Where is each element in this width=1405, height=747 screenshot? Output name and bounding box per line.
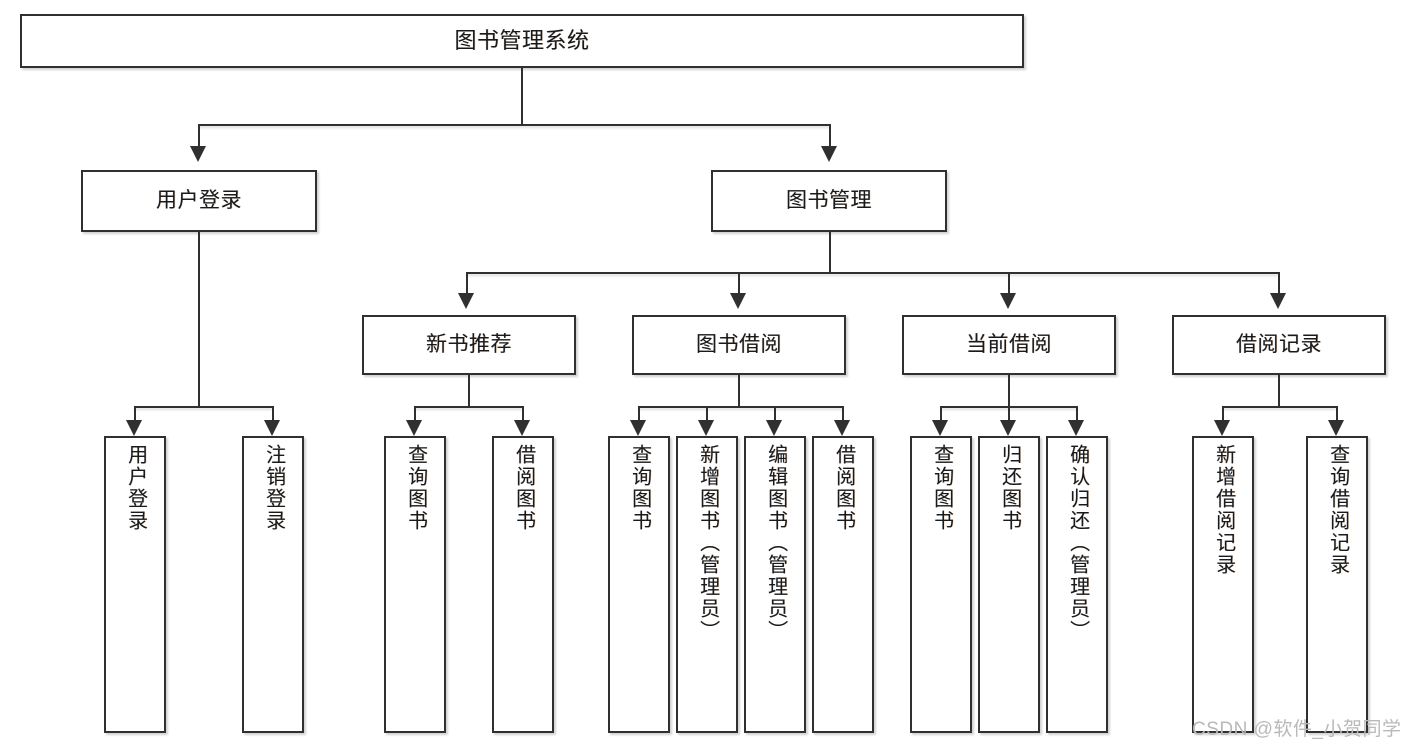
node-system-root[interactable]: 图书管理系统: [20, 14, 1024, 68]
leaf-edit-book-admin[interactable]: 编辑图书（管理员）: [744, 436, 806, 733]
leaf-user-login[interactable]: 用户登录: [104, 436, 166, 733]
connector-br-to-leaf-1: [1222, 406, 1224, 420]
node-label: 新增图书（管理员）: [696, 444, 719, 642]
connector-bb-to-leaf-2: [706, 406, 708, 420]
node-label: 当前借阅: [966, 332, 1052, 356]
node-current-borrow[interactable]: 当前借阅: [902, 315, 1116, 375]
connector-user-login-to-leaf-2: [272, 406, 274, 420]
node-borrow-record[interactable]: 借阅记录: [1172, 315, 1386, 375]
connector-root-bus: [198, 124, 830, 126]
connector-bb-to-leaf-3: [774, 406, 776, 420]
arrowhead-icon: [264, 420, 280, 436]
connector-new-book-to-leaf-2: [522, 406, 524, 420]
node-label: 新书推荐: [426, 332, 512, 356]
leaf-add-borrow-record[interactable]: 新增借阅记录: [1192, 436, 1254, 733]
arrowhead-icon: [126, 420, 142, 436]
arrowhead-icon: [1328, 420, 1344, 436]
node-label: 图书管理: [786, 188, 872, 212]
node-book-borrow[interactable]: 图书借阅: [632, 315, 846, 375]
node-label: 查询图书: [930, 444, 953, 532]
connector-book-borrow-bus: [638, 406, 844, 408]
connector-bm-to-new-book: [466, 272, 468, 293]
arrowhead-icon: [834, 420, 850, 436]
arrowhead-icon: [406, 420, 422, 436]
connector-current-borrow-stem: [1008, 375, 1010, 406]
arrowhead-icon: [766, 420, 782, 436]
node-label: 确认归还（管理员）: [1066, 444, 1089, 642]
node-label: 归还图书: [998, 444, 1021, 532]
connector-borrow-record-stem: [1278, 375, 1280, 406]
node-label: 查询图书: [404, 444, 427, 532]
node-label: 图书借阅: [696, 332, 782, 356]
connector-book-management-stem: [829, 232, 831, 272]
arrowhead-icon: [1000, 420, 1016, 436]
connector-book-management-bus: [466, 272, 1278, 274]
node-label: 新增借阅记录: [1212, 444, 1235, 576]
node-label: 借阅记录: [1236, 332, 1322, 356]
connector-root-stem: [521, 68, 523, 124]
leaf-query-book-borrow[interactable]: 查询图书: [608, 436, 670, 733]
connector-bb-to-leaf-4: [842, 406, 844, 420]
arrowhead-icon: [190, 146, 206, 162]
arrowhead-icon: [932, 420, 948, 436]
node-label: 图书管理系统: [454, 28, 590, 54]
arrowhead-icon: [1000, 293, 1016, 309]
connector-bm-to-book-borrow: [738, 272, 740, 293]
connector-root-to-book-manage: [829, 124, 831, 146]
leaf-add-book-admin[interactable]: 新增图书（管理员）: [676, 436, 738, 733]
csdn-watermark: CSDN @软件_小贺同学: [1192, 719, 1402, 740]
arrowhead-icon: [821, 146, 837, 162]
connector-bm-to-current-borrow: [1008, 272, 1010, 293]
arrowhead-icon: [514, 420, 530, 436]
connector-user-login-stem: [198, 232, 200, 406]
arrowhead-icon: [1214, 420, 1230, 436]
leaf-borrow-book[interactable]: 借阅图书: [812, 436, 874, 733]
connector-user-login-to-leaf-1: [134, 406, 136, 420]
arrowhead-icon: [1068, 420, 1084, 436]
node-label: 借阅图书: [512, 444, 535, 532]
leaf-return-book[interactable]: 归还图书: [978, 436, 1040, 733]
node-label: 注销登录: [262, 444, 285, 532]
connector-cb-to-leaf-3: [1076, 406, 1078, 420]
node-label: 用户登录: [156, 188, 242, 212]
arrowhead-icon: [730, 293, 746, 309]
connector-borrow-record-bus: [1222, 406, 1336, 408]
leaf-query-book-current[interactable]: 查询图书: [910, 436, 972, 733]
node-user-login[interactable]: 用户登录: [81, 170, 317, 232]
leaf-query-book-recommend[interactable]: 查询图书: [384, 436, 446, 733]
node-label: 借阅图书: [832, 444, 855, 532]
connector-br-to-leaf-2: [1336, 406, 1338, 420]
connector-bb-to-leaf-1: [638, 406, 640, 420]
arrowhead-icon: [698, 420, 714, 436]
node-new-book-recommend[interactable]: 新书推荐: [362, 315, 576, 375]
node-label: 用户登录: [124, 444, 147, 532]
arrowhead-icon: [630, 420, 646, 436]
connector-new-book-stem: [468, 375, 470, 406]
leaf-logout[interactable]: 注销登录: [242, 436, 304, 733]
leaf-borrow-book-recommend[interactable]: 借阅图书: [492, 436, 554, 733]
connector-new-book-to-leaf-1: [414, 406, 416, 420]
connector-cb-to-leaf-1: [940, 406, 942, 420]
node-label: 编辑图书（管理员）: [764, 444, 787, 642]
node-book-management[interactable]: 图书管理: [711, 170, 947, 232]
leaf-confirm-return-admin[interactable]: 确认归还（管理员）: [1046, 436, 1108, 733]
arrowhead-icon: [1270, 293, 1286, 309]
connector-root-to-user-login: [198, 124, 200, 146]
connector-bm-to-borrow-record: [1278, 272, 1280, 293]
connector-book-borrow-stem: [738, 375, 740, 406]
node-label: 查询借阅记录: [1326, 444, 1349, 576]
arrowhead-icon: [458, 293, 474, 309]
connector-new-book-bus: [414, 406, 522, 408]
connector-cb-to-leaf-2: [1008, 406, 1010, 420]
node-label: 查询图书: [628, 444, 651, 532]
leaf-query-borrow-record[interactable]: 查询借阅记录: [1306, 436, 1368, 733]
connector-user-login-bus: [134, 406, 272, 408]
